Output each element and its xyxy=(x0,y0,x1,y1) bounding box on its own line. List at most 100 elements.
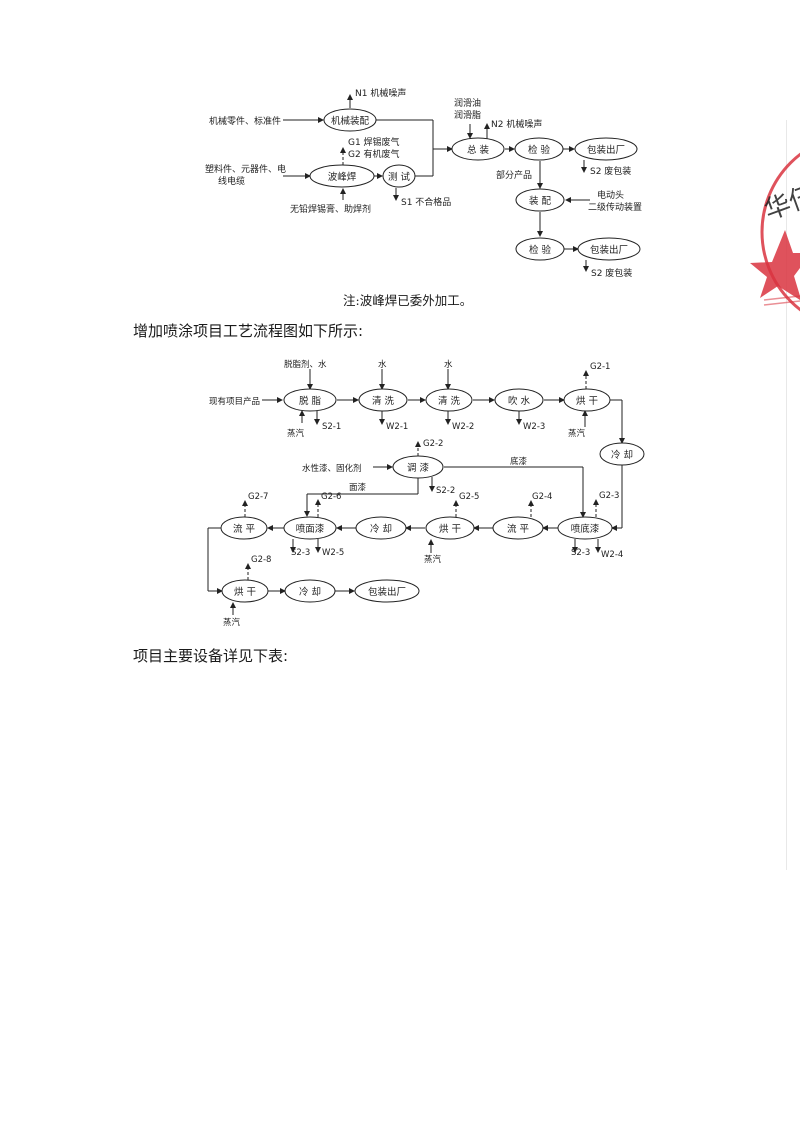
node-pack-ship-1 xyxy=(574,137,638,161)
node-cool-2 xyxy=(355,516,407,540)
node-cool-1 xyxy=(599,442,645,466)
label-test: 测 试 xyxy=(388,171,411,183)
input-paint: 水性漆、固化剂 xyxy=(302,463,362,474)
input-lube-2: 润滑脂 xyxy=(454,109,481,121)
label-inspect-2: 检 验 xyxy=(529,244,552,256)
node-pack-ship-2 xyxy=(577,237,641,261)
label-pack: 包装出厂 xyxy=(368,586,406,598)
label-steam-2: 蒸汽 xyxy=(568,428,586,439)
label-w2-2: W2-2 xyxy=(452,422,474,432)
label-g2: G2 有机废气 xyxy=(348,148,400,160)
label-n1: N1 机械噪声 xyxy=(355,87,406,99)
input-plastic-parts-2: 线电缆 xyxy=(218,175,245,187)
label-rinse-2: 清 洗 xyxy=(438,395,461,407)
label-cool-1: 冷 却 xyxy=(611,449,633,461)
label-cool-2: 冷 却 xyxy=(370,523,392,535)
label-primer: 喷底漆 xyxy=(571,523,600,535)
page-edge-line xyxy=(786,120,787,870)
label-partial-products: 部分产品 xyxy=(496,169,532,181)
input-plastic-parts: 塑料件、元器件、电 xyxy=(205,163,286,175)
label-assemble: 装 配 xyxy=(529,195,552,207)
label-inspect-1: 检 验 xyxy=(528,144,551,156)
input-motor-2: 二级传动装置 xyxy=(588,201,642,213)
paragraph-spray-intro: 增加喷涂项目工艺流程图如下所示: xyxy=(133,322,364,340)
node-cool-3 xyxy=(284,579,336,603)
label-g1: G1 焊锡废气 xyxy=(348,136,400,148)
label-g2-5: G2-5 xyxy=(459,492,479,502)
label-top-paint: 面漆 xyxy=(349,482,367,493)
input-motor: 电动头 xyxy=(597,189,624,201)
paragraph-equipment-intro: 项目主要设备详见下表: xyxy=(133,647,289,665)
label-mech-assembly: 机械装配 xyxy=(331,115,370,127)
label-w2-5: W2-5 xyxy=(322,548,344,558)
node-mix xyxy=(392,455,444,479)
label-s2-b: S2 废包装 xyxy=(591,267,632,279)
label-degrease: 脱 脂 xyxy=(299,395,322,407)
label-s2-1: S2-1 xyxy=(322,422,341,432)
node-topcoat xyxy=(283,516,337,540)
label-base-paint: 底漆 xyxy=(510,456,528,467)
label-s2-3-b: S2-3 xyxy=(291,548,310,558)
node-final-assembly xyxy=(451,137,505,161)
node-degrease xyxy=(283,388,337,412)
input-lube: 润滑油 xyxy=(454,97,481,109)
label-steam-4: 蒸汽 xyxy=(223,617,241,628)
label-pack-ship-1: 包装出厂 xyxy=(587,144,625,156)
node-level-2 xyxy=(220,516,268,540)
label-level-1: 流 平 xyxy=(507,523,530,535)
label-steam-1: 蒸汽 xyxy=(287,428,305,439)
node-blow xyxy=(494,388,544,412)
node-rinse-1 xyxy=(358,388,408,412)
label-n2: N2 机械噪声 xyxy=(491,118,542,130)
node-level-1 xyxy=(492,516,544,540)
node-primer xyxy=(557,516,613,540)
label-w2-1: W2-1 xyxy=(386,422,408,432)
label-rinse-1: 清 洗 xyxy=(372,395,395,407)
node-inspect-1 xyxy=(514,137,564,161)
node-test xyxy=(382,164,416,188)
process-flow-diagram-2: 脱 脂 清 洗 清 洗 吹 水 烘 干 冷 却 调 漆 喷底漆 流 平 烘 干 … xyxy=(207,359,645,628)
label-dry-3: 烘 干 xyxy=(234,586,256,598)
label-dry-2: 烘 干 xyxy=(439,523,461,535)
label-mix: 调 漆 xyxy=(407,462,430,474)
label-s1: S1 不合格品 xyxy=(401,196,451,208)
note-text: 注:波峰焊已委外加工。 xyxy=(343,293,473,308)
node-dry-2 xyxy=(425,516,475,540)
label-s2-3-a: S2-3 xyxy=(571,548,590,558)
label-s2-a: S2 废包装 xyxy=(590,165,631,177)
label-dry-1: 烘 干 xyxy=(576,395,598,407)
input-water-1: 水 xyxy=(378,359,387,370)
node-rinse-2 xyxy=(425,388,473,412)
label-g2-7: G2-7 xyxy=(248,492,268,502)
label-level-2: 流 平 xyxy=(233,523,256,535)
label-s2-2: S2-2 xyxy=(436,486,455,496)
label-w2-4: W2-4 xyxy=(601,550,623,560)
label-blow: 吹 水 xyxy=(508,395,531,407)
node-dry-1 xyxy=(563,388,611,412)
node-dry-3 xyxy=(221,579,269,603)
label-final-assembly: 总 装 xyxy=(467,144,490,156)
node-wave-solder xyxy=(309,164,375,188)
label-cool-3: 冷 却 xyxy=(299,586,321,598)
label-g2-3: G2-3 xyxy=(599,491,619,501)
input-water-2: 水 xyxy=(444,359,453,370)
label-w2-3: W2-3 xyxy=(523,422,545,432)
node-mech-assembly xyxy=(323,108,377,132)
label-steam-3: 蒸汽 xyxy=(424,554,442,565)
label-wave-solder: 波峰焊 xyxy=(328,171,357,183)
process-flow-diagram-1: 机械装配 波峰焊 测 试 总 装 检 验 包装出厂 装 配 检 验 包装出厂 机… xyxy=(205,87,642,279)
label-g2-6: G2-6 xyxy=(321,492,341,502)
input-degrease-agent: 脱脂剂、水 xyxy=(284,359,327,370)
input-mech-parts: 机械零件、标准件 xyxy=(209,115,281,127)
label-g2-1: G2-1 xyxy=(590,362,610,372)
label-topcoat: 喷面漆 xyxy=(296,523,325,535)
label-pack-ship-2: 包装出厂 xyxy=(590,244,628,256)
input-solder: 无铅焊锡膏、助焊剂 xyxy=(290,203,371,215)
label-g2-4: G2-4 xyxy=(532,492,552,502)
label-g2-8: G2-8 xyxy=(251,555,271,565)
node-assemble xyxy=(515,188,565,212)
node-inspect-2 xyxy=(515,237,565,261)
svg-text:华伍行: 华伍行 xyxy=(761,172,800,227)
input-existing: 现有项目产品 xyxy=(209,396,260,407)
